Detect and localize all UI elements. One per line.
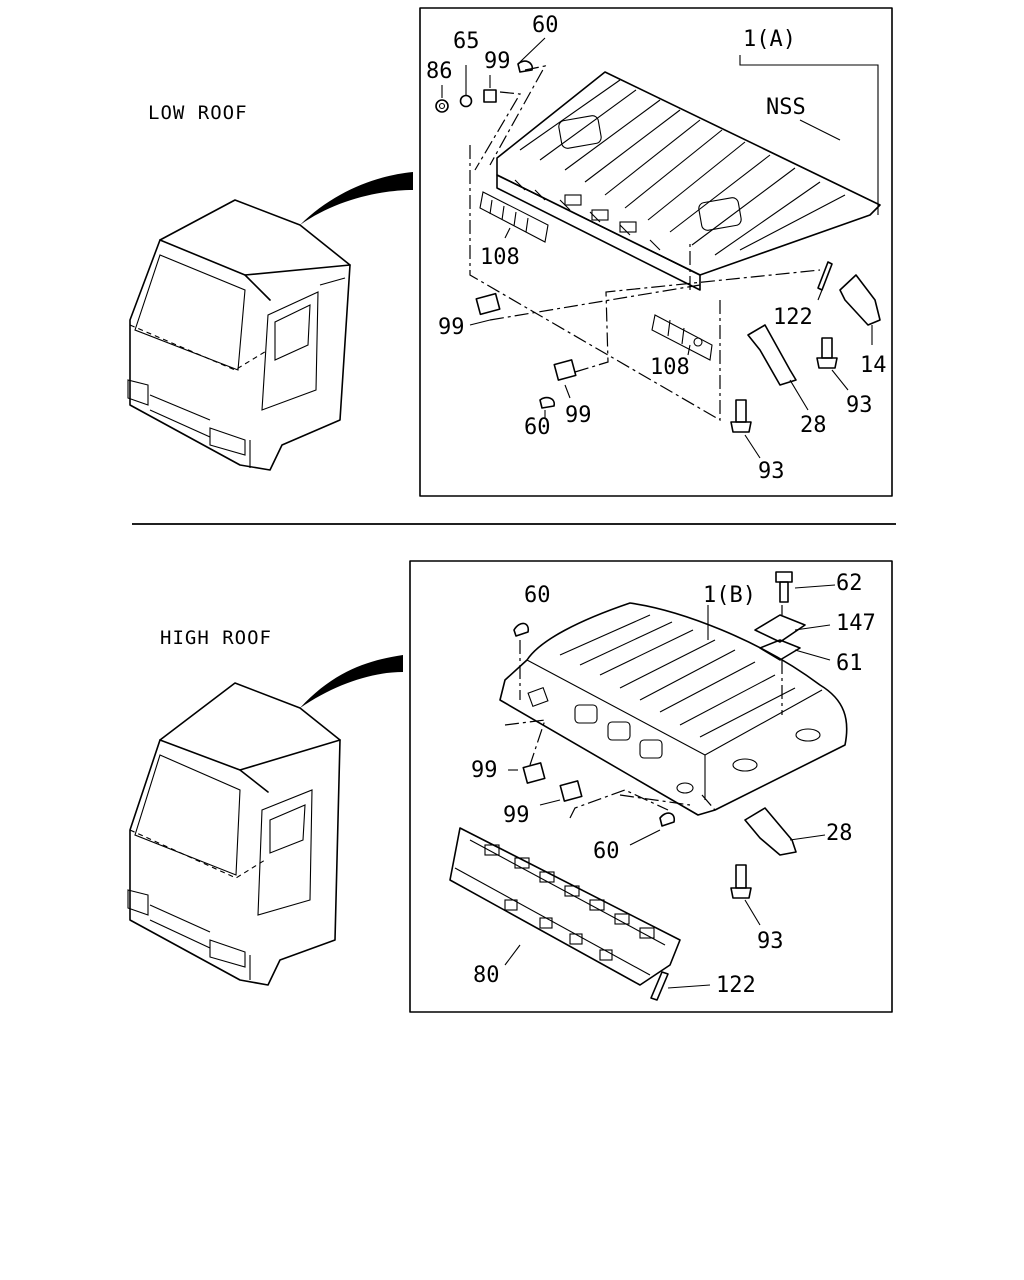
callout-14: 14 xyxy=(860,353,887,378)
callout-65: 65 xyxy=(453,29,480,54)
part-99-clip-bottom xyxy=(553,359,577,381)
low-roof-pointer-arrow xyxy=(300,172,413,225)
part-122-pin xyxy=(817,261,833,291)
low-roof-leaders xyxy=(441,37,879,459)
callout-61: 61 xyxy=(836,651,863,676)
callout-99-top: 99 xyxy=(484,49,511,74)
callout-147: 147 xyxy=(836,611,876,636)
high-roof-cab-illustration xyxy=(127,682,341,986)
assembly-1a-label: 1(A) xyxy=(743,27,796,52)
high-roof-frame xyxy=(409,560,893,1013)
part-61-plate xyxy=(759,639,801,661)
part-65-washer xyxy=(459,94,473,108)
assembly-1b-label: 1(B) xyxy=(703,583,756,608)
low-roof-caption: LOW ROOF xyxy=(148,102,248,124)
callout-93-high: 93 xyxy=(757,929,784,954)
callout-122: 122 xyxy=(773,305,813,330)
part-99-clip-lower-high xyxy=(559,780,583,802)
callout-122-high: 122 xyxy=(716,973,756,998)
nss-note: NSS xyxy=(766,95,806,120)
high-roof-caption: HIGH ROOF xyxy=(160,627,272,649)
part-28-bracket-high xyxy=(744,807,797,856)
low-roof-cab-illustration xyxy=(127,199,351,471)
callout-60-top: 60 xyxy=(532,13,559,38)
callout-62: 62 xyxy=(836,571,863,596)
callout-86: 86 xyxy=(426,59,453,84)
callout-99-left: 99 xyxy=(438,315,465,340)
part-122-pin-high xyxy=(650,971,669,1001)
part-14-bracket xyxy=(839,274,881,326)
part-80-visor xyxy=(449,827,681,986)
roof-panel-low xyxy=(496,71,881,291)
callout-93-right: 93 xyxy=(846,393,873,418)
callout-80: 80 xyxy=(473,963,500,988)
part-60-clip-bottom xyxy=(539,396,556,409)
low-roof-section: LOW ROOF xyxy=(127,7,893,497)
part-28-bracket xyxy=(747,324,797,386)
callout-108-left: 108 xyxy=(480,245,520,270)
high-roof-leaders xyxy=(504,584,836,989)
low-roof-frame xyxy=(419,7,893,497)
part-108-right xyxy=(651,314,713,361)
part-99-clip-left xyxy=(475,292,501,316)
part-108-left xyxy=(479,191,549,243)
part-147-plate xyxy=(754,614,806,643)
part-62-bolt xyxy=(775,571,793,603)
part-99-clip-upper-high xyxy=(522,762,546,784)
part-93-bolt-high xyxy=(730,864,752,899)
callout-60-bottom: 60 xyxy=(524,415,551,440)
roof-panel-high xyxy=(499,602,848,816)
high-roof-pointer-arrow xyxy=(300,655,403,708)
part-93-bolt-right xyxy=(816,337,838,369)
part-93-bolt-left xyxy=(730,399,752,433)
callout-60-bottom-high: 60 xyxy=(593,839,620,864)
part-99-clip-top xyxy=(483,89,497,103)
callout-99-lower-high: 99 xyxy=(503,803,530,828)
part-86-washer xyxy=(435,99,449,113)
callout-93-left: 93 xyxy=(758,459,785,484)
callout-60-top-high: 60 xyxy=(524,583,551,608)
high-roof-section: HIGH ROOF xyxy=(127,560,893,1013)
callout-28-high: 28 xyxy=(826,821,853,846)
part-60-clip-bottom-high xyxy=(659,812,676,827)
callout-99-upper-high: 99 xyxy=(471,758,498,783)
part-60-clip-top-high xyxy=(513,622,530,637)
callout-108-right: 108 xyxy=(650,355,690,380)
callout-28: 28 xyxy=(800,413,827,438)
callout-99-bottom: 99 xyxy=(565,403,592,428)
